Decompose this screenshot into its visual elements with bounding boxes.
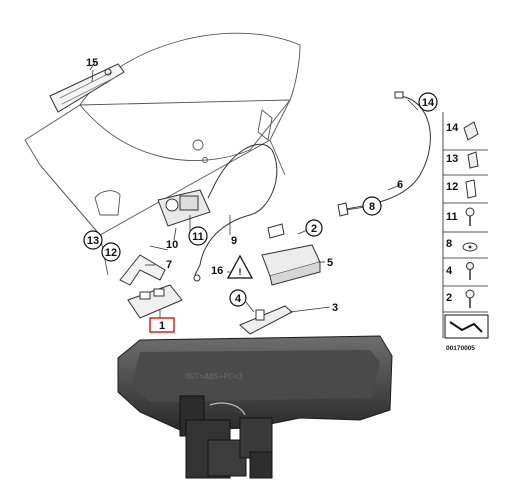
callout-3: 3 bbox=[332, 302, 338, 314]
part-15-trunk-handle bbox=[49, 61, 125, 113]
parts-legend: 14 13 12 11 8 4 2 00170005 bbox=[442, 112, 489, 352]
svg-text:!: ! bbox=[239, 267, 242, 277]
callout-10: 10 bbox=[166, 239, 178, 251]
callout-16: 16 bbox=[211, 265, 223, 277]
trunk-lid-drawing bbox=[24, 32, 301, 276]
callout-11-circle: 11 bbox=[188, 226, 208, 246]
leader-lines bbox=[91, 69, 419, 318]
part-7-seal bbox=[119, 254, 166, 286]
legend-12: 12 bbox=[446, 181, 458, 193]
svg-text:15: 15 bbox=[86, 57, 98, 69]
svg-text:10: 10 bbox=[166, 239, 178, 251]
legend-13: 13 bbox=[446, 153, 458, 165]
cable-6 bbox=[337, 91, 431, 217]
callout-5: 5 bbox=[327, 257, 333, 269]
callout-1-highlight: 1 bbox=[149, 317, 175, 333]
svg-text:3: 3 bbox=[332, 302, 338, 314]
svg-text:9: 9 bbox=[231, 235, 237, 247]
svg-text:7: 7 bbox=[166, 259, 172, 271]
legend-11: 11 bbox=[446, 211, 458, 223]
legend-4: 4 bbox=[446, 265, 453, 277]
callout-12-circle: 12 bbox=[101, 242, 121, 262]
switch-photo: OUT>ABS+PC<3 bbox=[117, 335, 393, 479]
emboss-text: OUT>ABS+PC<3 bbox=[185, 372, 243, 381]
warning-triangle-icon: ! bbox=[226, 254, 254, 279]
svg-text:14: 14 bbox=[422, 97, 435, 109]
part-1-switch-small bbox=[127, 284, 183, 319]
svg-text:6: 6 bbox=[397, 179, 403, 191]
legend-2: 2 bbox=[446, 292, 452, 304]
callout-14-circle: 14 bbox=[418, 92, 438, 112]
svg-text:13: 13 bbox=[87, 235, 99, 247]
svg-text:16: 16 bbox=[211, 265, 223, 277]
svg-text:8: 8 bbox=[369, 201, 375, 213]
callout-2-circle: 2 bbox=[305, 219, 323, 237]
part-code: 00170005 bbox=[446, 345, 475, 352]
svg-text:2: 2 bbox=[311, 223, 317, 235]
callout-15: 15 bbox=[86, 57, 98, 69]
callout-7: 7 bbox=[166, 259, 172, 271]
svg-text:5: 5 bbox=[327, 257, 333, 269]
cable-9 bbox=[193, 143, 278, 282]
part-3-bracket bbox=[239, 305, 293, 335]
callout-4-circle: 4 bbox=[229, 289, 247, 307]
part-5-actuator bbox=[261, 223, 321, 286]
legend-8: 8 bbox=[446, 238, 452, 250]
svg-text:12: 12 bbox=[105, 247, 117, 259]
callout-9: 9 bbox=[231, 235, 237, 247]
legend-14: 14 bbox=[446, 122, 459, 134]
svg-text:1: 1 bbox=[159, 320, 165, 332]
callout-8-circle: 8 bbox=[362, 196, 382, 216]
callout-13-circle: 13 bbox=[83, 230, 103, 250]
svg-text:11: 11 bbox=[192, 231, 204, 243]
part-10-latch bbox=[157, 189, 211, 227]
svg-text:4: 4 bbox=[235, 293, 242, 305]
callout-6: 6 bbox=[397, 179, 403, 191]
